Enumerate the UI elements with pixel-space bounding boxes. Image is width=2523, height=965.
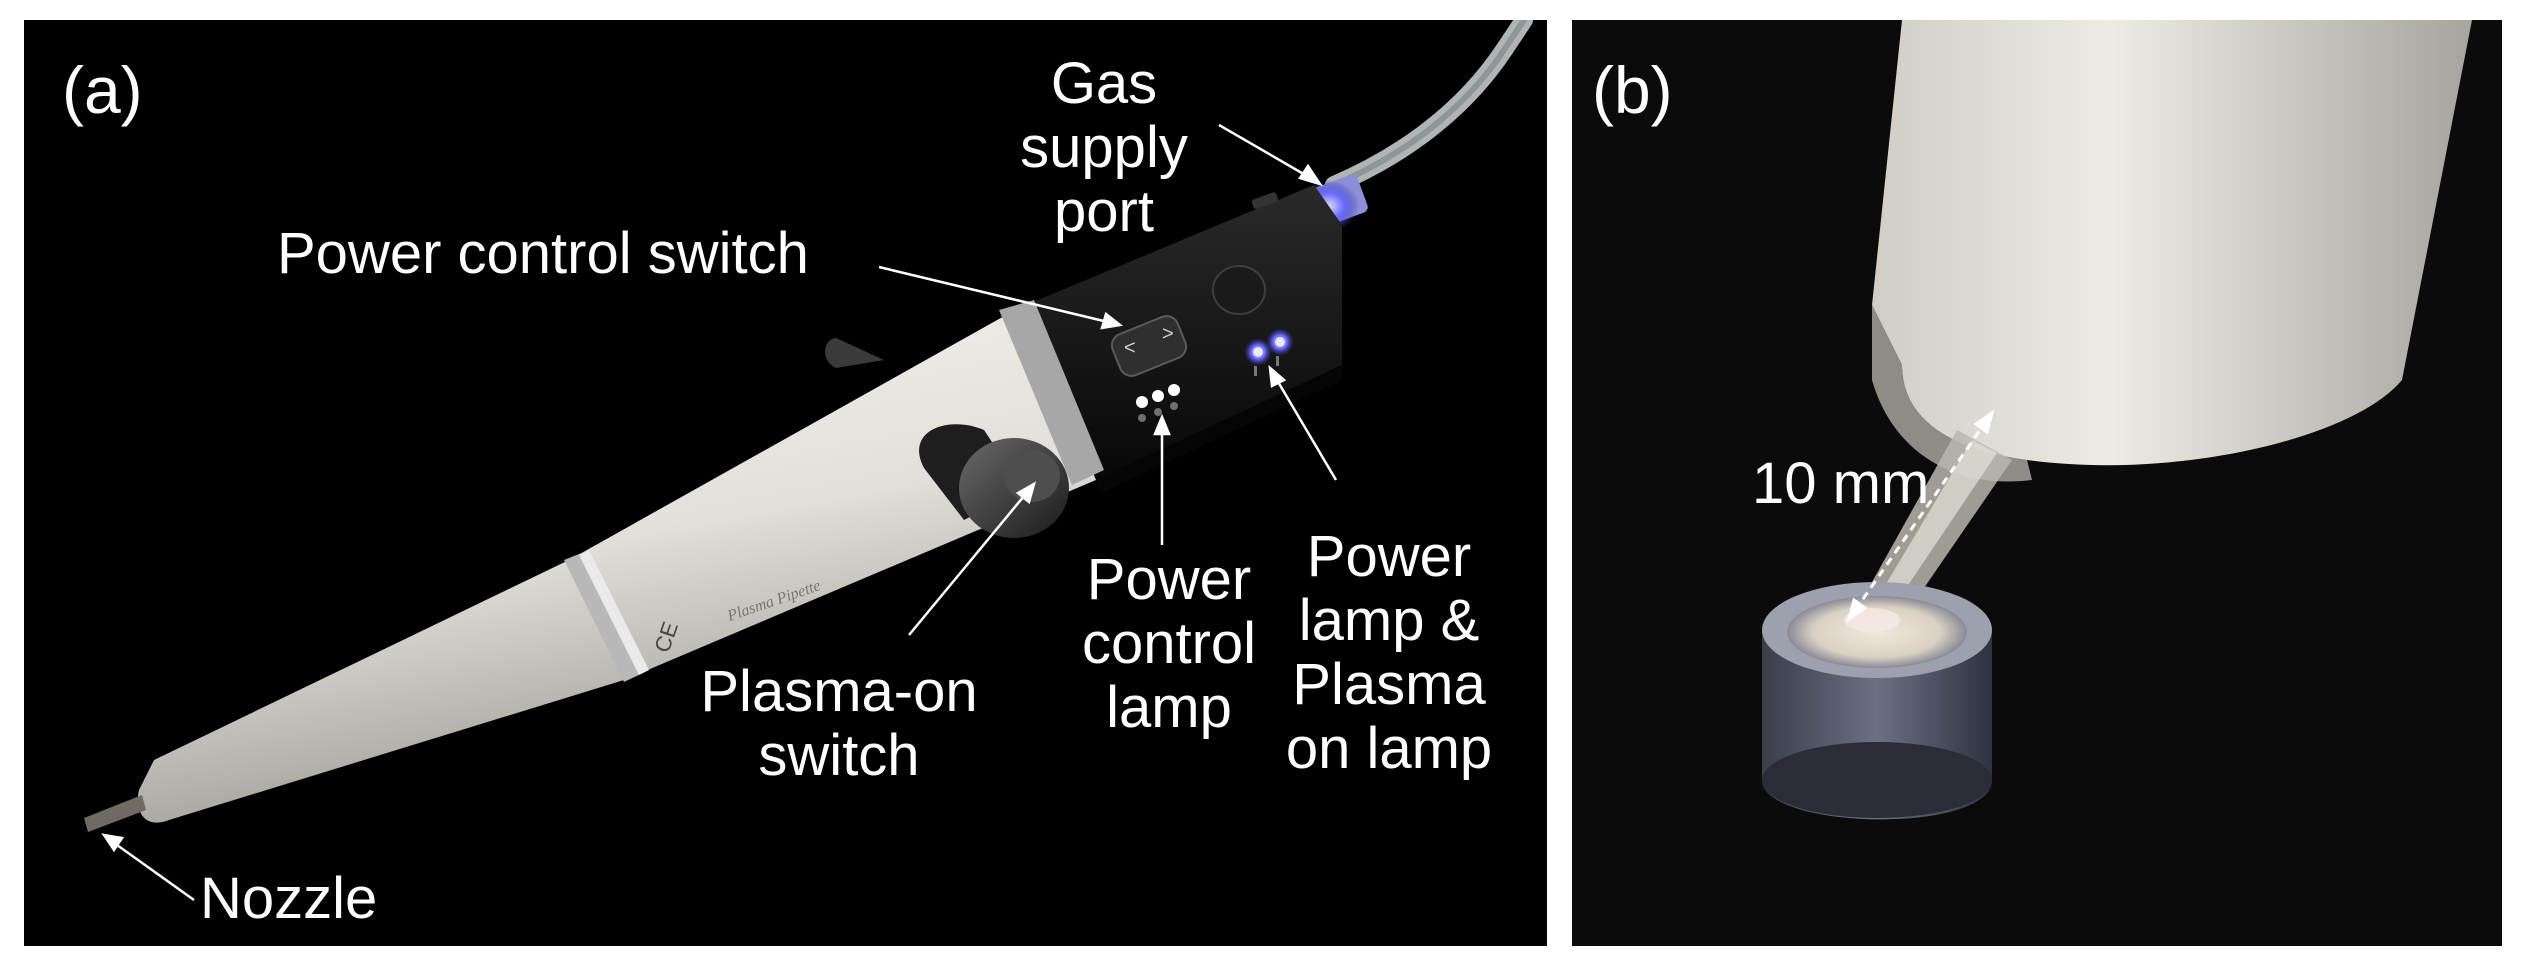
rear-hook (825, 338, 884, 368)
callout-arrows (101, 123, 1338, 902)
callout-plasma-on-switch: Plasma-on switch (699, 660, 979, 788)
panel-b-photo: (b) 10 mm (1572, 20, 2502, 946)
callout-power-control-switch: Power control switch (277, 221, 809, 286)
svg-text:>: > (1162, 323, 1174, 345)
callout-line: port (1054, 179, 1154, 244)
distance-arrow (1846, 409, 1995, 623)
callout-line: lamp & (1298, 588, 1480, 653)
callout-line: Power (1306, 524, 1472, 589)
callout-gas-supply-port: Gas supply port (1004, 52, 1204, 244)
power-control-lamps (1136, 384, 1180, 422)
panel-b-label: (b) (1592, 53, 1673, 127)
callout-line: Power (1086, 547, 1252, 612)
callout-line: switch (758, 723, 920, 788)
power-plasma-lamps (1244, 328, 1294, 376)
round-button (1212, 265, 1266, 315)
power-control-switch-shape: < > (1110, 315, 1188, 377)
callout-nozzle: Nozzle (200, 866, 378, 931)
svg-text:<: < (1124, 337, 1136, 359)
pipette-body-closeup (1872, 20, 2472, 466)
panel-a-label: (a) (62, 53, 143, 127)
callout-power-control-lamp: Power control lamp (1064, 548, 1274, 740)
callout-power-plasma-lamp: Power lamp & Plasma on lamp (1264, 525, 1514, 781)
callout-line: on lamp (1285, 716, 1493, 781)
callout-line: Gas (1050, 51, 1158, 116)
gas-tube (1325, 20, 1533, 194)
callout-line: Plasma (1292, 652, 1486, 717)
rear-ring (999, 300, 1104, 485)
callout-line: lamp (1106, 675, 1232, 740)
callout-line: Plasma-on (700, 659, 978, 724)
sample-cup (1762, 582, 1992, 820)
callout-line: control (1081, 611, 1257, 676)
plasma-pipette-illustration: < > (84, 20, 1533, 902)
pipette-body (137, 305, 1096, 823)
panel-a-photo: < > (24, 20, 1547, 946)
callout-line: supply (1020, 115, 1188, 180)
nozzle-tip (84, 795, 146, 832)
nozzle-closeup-illustration (1572, 20, 2502, 946)
distance-label: 10 mm (1752, 451, 1930, 516)
